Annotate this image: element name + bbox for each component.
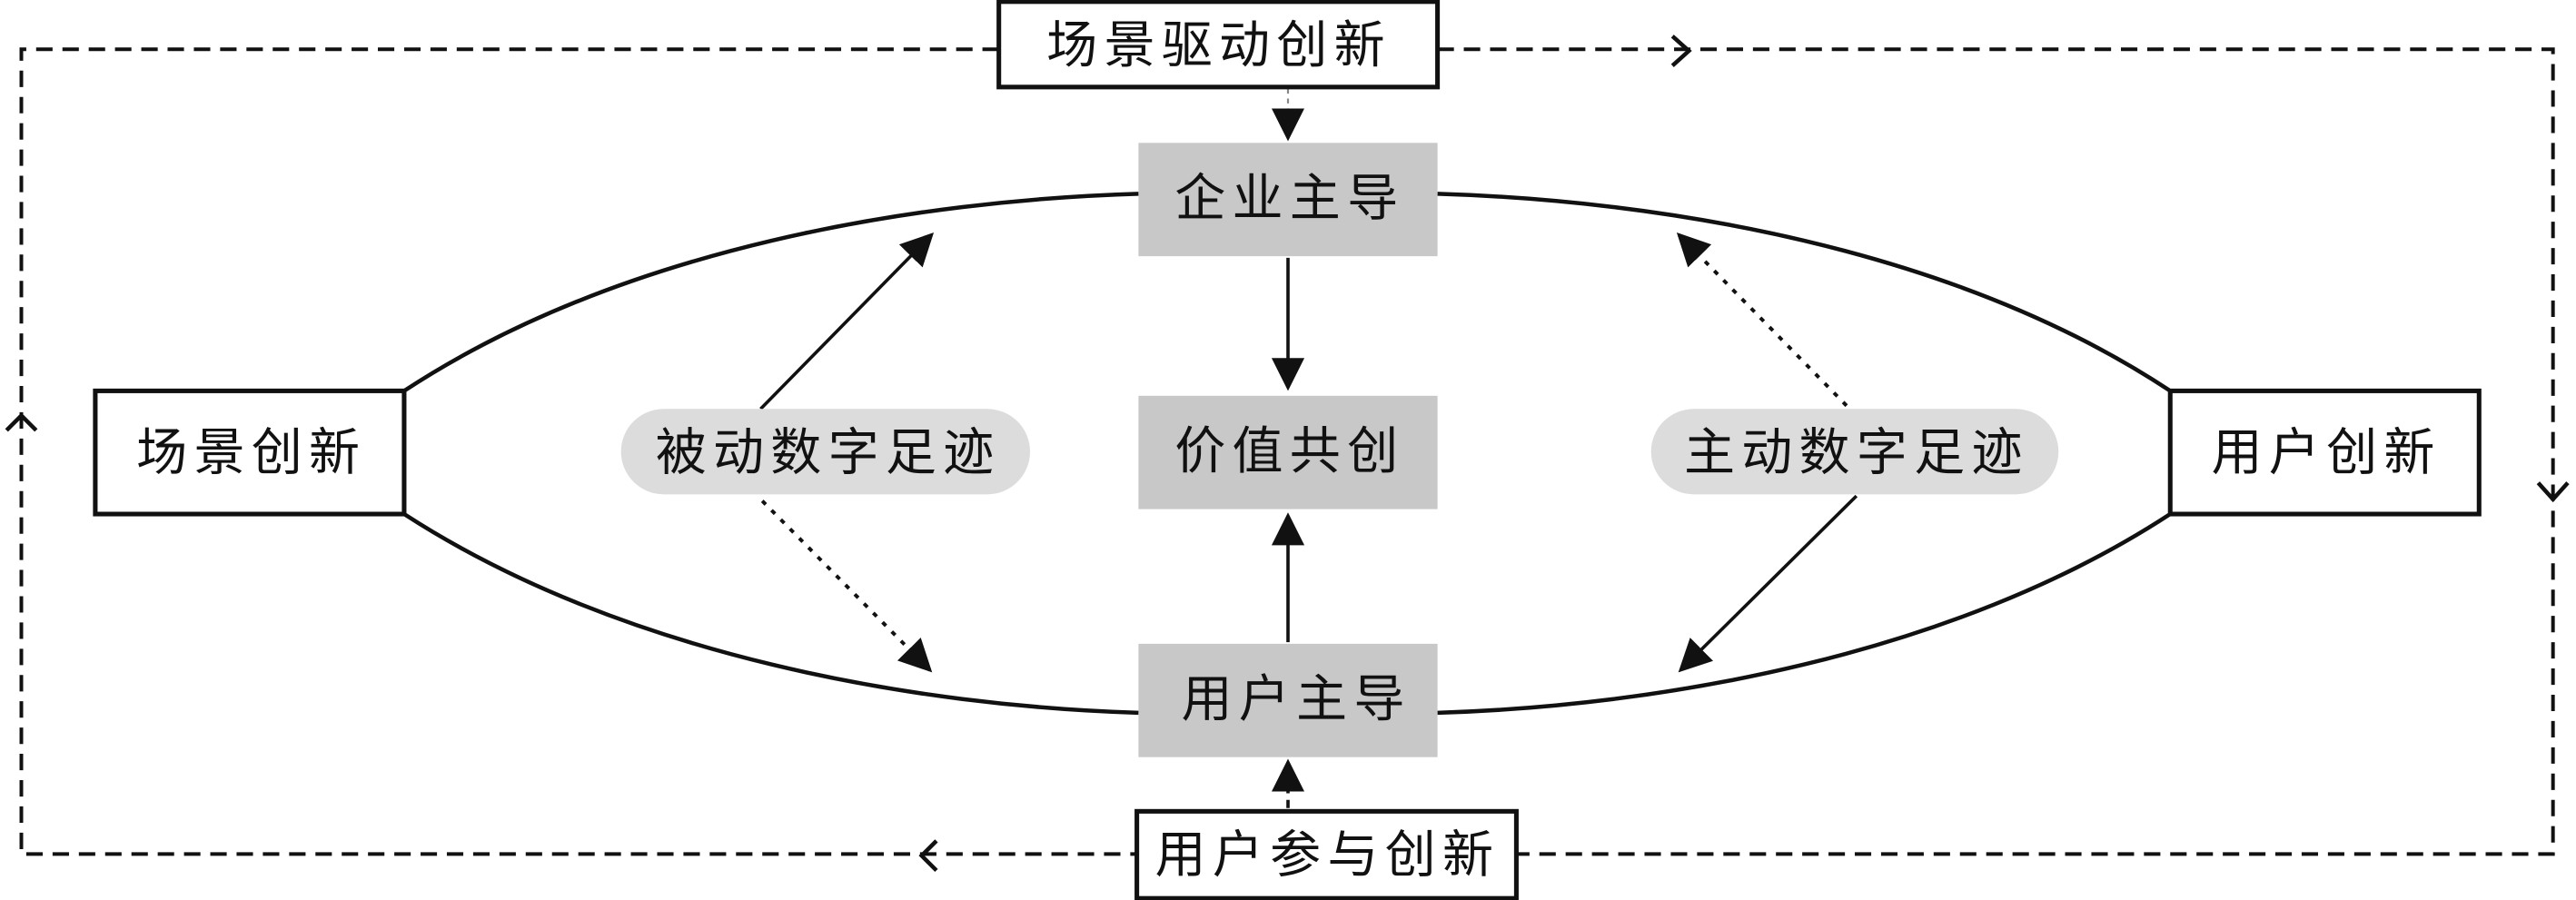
node-user-led[interactable]: 用户主导 — [1138, 643, 1438, 757]
chevron-right-icon — [1670, 35, 1692, 68]
pill-active-digital-footprint[interactable]: 主动数字足迹 — [1650, 409, 2059, 495]
lower-arc — [1437, 512, 2172, 716]
edge-passive-to-enterprise — [759, 232, 935, 410]
node-label: 用户主导 — [1181, 670, 1411, 729]
node-label: 价值共创 — [1174, 422, 1404, 481]
edge-active-to-user — [1678, 494, 1858, 673]
chevron-up-icon — [5, 412, 38, 432]
node-enterprise-led[interactable]: 企业主导 — [1138, 143, 1438, 257]
lower-arc — [402, 512, 1139, 716]
pill-label: 主动数字足迹 — [1684, 424, 2029, 483]
node-label: 企业主导 — [1174, 169, 1404, 228]
pill-label: 被动数字足迹 — [656, 424, 1001, 483]
edge-passive-to-user — [760, 499, 933, 673]
outer-dashed-loop — [19, 47, 2555, 856]
node-user-participation-innovation[interactable]: 用户参与创新 — [1134, 808, 1519, 900]
node-label: 场景创新 — [136, 424, 366, 483]
upper-arc — [402, 192, 1139, 393]
node-value-co-creation[interactable]: 价值共创 — [1138, 395, 1438, 509]
edge-active-to-enterprise — [1676, 232, 1848, 408]
node-scenario-driven-innovation[interactable]: 场景驱动创新 — [996, 0, 1441, 90]
node-scenario-innovation[interactable]: 场景创新 — [93, 388, 407, 517]
upper-arc — [1437, 192, 2172, 393]
node-label: 用户参与创新 — [1155, 826, 1501, 885]
node-label: 用户创新 — [2212, 424, 2442, 483]
chevron-down-icon — [2536, 481, 2570, 503]
node-user-innovation[interactable]: 用户创新 — [2167, 388, 2482, 517]
chevron-left-icon — [918, 839, 938, 873]
node-label: 场景驱动创新 — [1046, 16, 1392, 75]
pill-passive-digital-footprint[interactable]: 被动数字足迹 — [620, 409, 1031, 495]
